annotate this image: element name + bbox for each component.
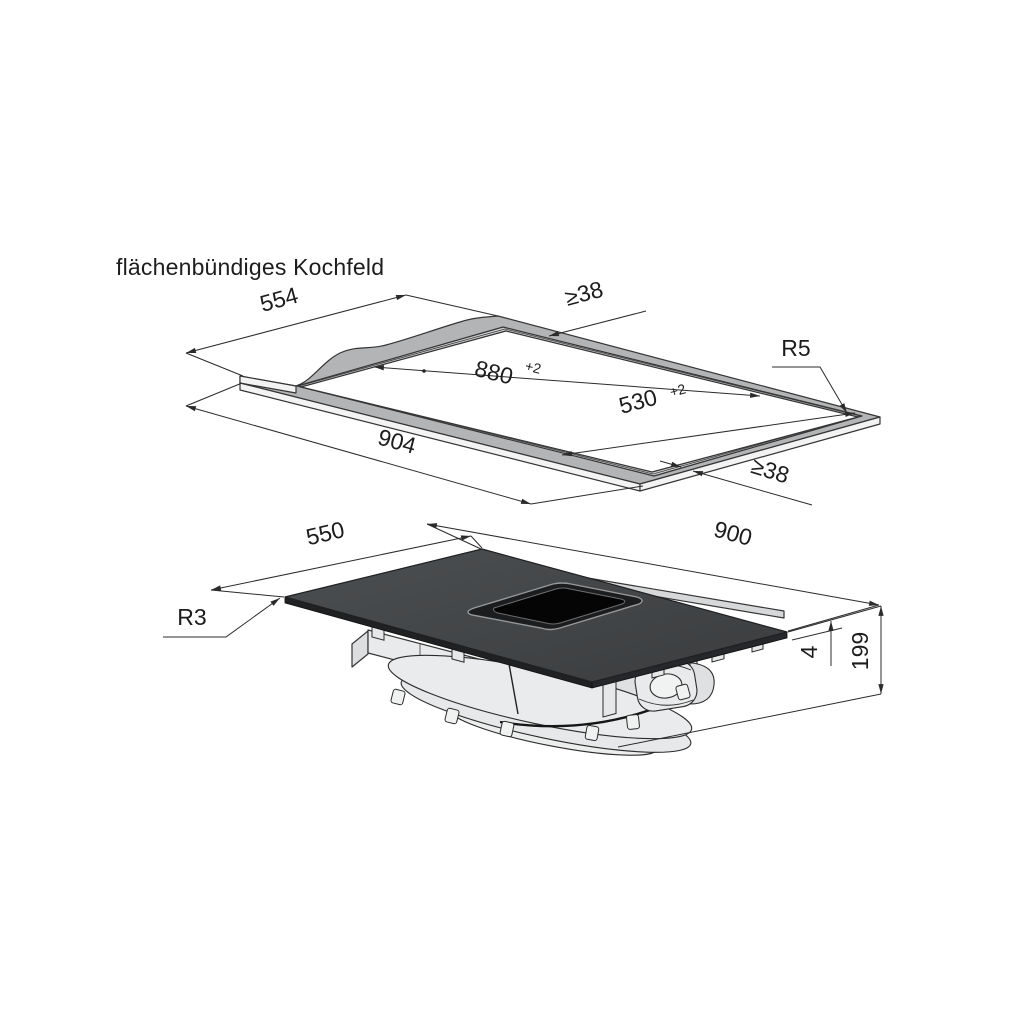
dim-550-label: 550: [304, 516, 347, 550]
dim-r3-label: R3: [177, 604, 206, 630]
countertop-end-face: [239, 375, 297, 394]
dim-r5: R5: [772, 335, 848, 414]
dim-r3: R3: [163, 597, 281, 638]
dim-clearance-back-label: ≥38: [562, 276, 606, 311]
cutout-drawing: 554 ≥38 880 +2 530 +2: [185, 276, 881, 506]
page-title: flächenbündiges Kochfeld: [116, 254, 385, 280]
dim-530-tolerance: +2: [668, 380, 688, 400]
dim-clearance-front-label: ≥38: [748, 452, 792, 488]
dim-880-tolerance: +2: [524, 357, 544, 376]
blower-assembly: [387, 635, 715, 756]
dim-554-label: 554: [257, 282, 301, 317]
dim-clearance-back: ≥38: [548, 276, 647, 337]
rebate-step-line: [297, 328, 862, 475]
dim-199-label: 199: [847, 632, 873, 670]
dim-r5-label: R5: [781, 335, 810, 361]
dim-199: 199: [617, 605, 884, 748]
cooktop-drawing: 550 900 R3 4: [163, 516, 884, 756]
blower-clips: [390, 683, 691, 742]
dim-900-label: 900: [711, 516, 755, 551]
dim-4: 4: [791, 621, 843, 666]
glass-panel: [284, 548, 788, 689]
dim-4-label: 4: [796, 645, 822, 658]
